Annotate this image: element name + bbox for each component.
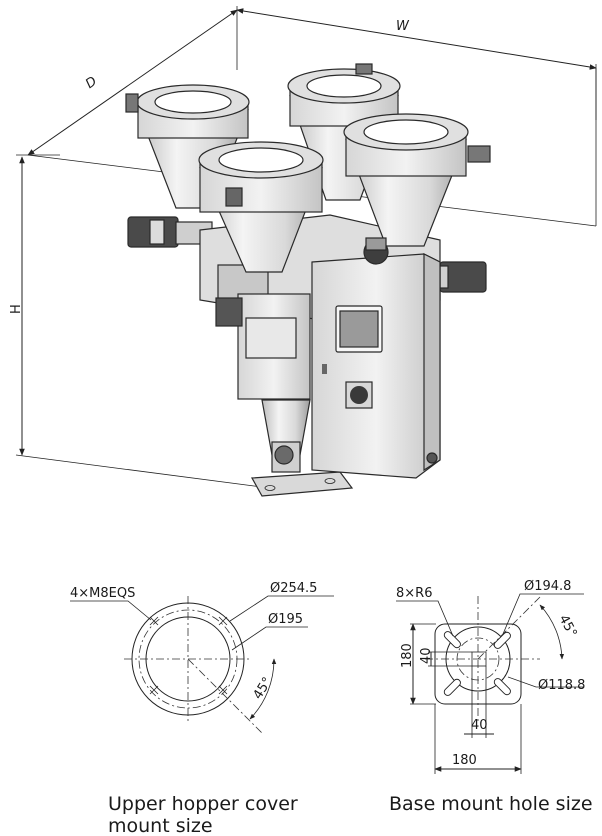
cover-outer-leader [229, 595, 334, 622]
base-angle-label: 45° [555, 613, 579, 640]
base-inner-dia-label: Ø118.8 [538, 678, 585, 693]
depth-label: D [83, 74, 100, 92]
cover-inner-leader [231, 626, 308, 651]
base-slots [443, 631, 511, 696]
control-cabinet [311, 237, 441, 479]
base-caption: Base mount hole size [389, 793, 593, 815]
height-label: H [9, 304, 24, 314]
width-dimension-line [236, 8, 597, 70]
base-mount-drawing: 8×R6 Ø194.8 Ø118.8 45° 180 40 40 180 Bas… [389, 579, 593, 815]
cover-inner-dia-label: Ø195 [268, 612, 303, 627]
depth-dimension-line [27, 9, 238, 156]
hmi-screen [339, 310, 379, 348]
hopper-front-right [343, 113, 491, 247]
base-width-outer-label: 180 [452, 753, 477, 768]
base-outer-dia-label: Ø194.8 [524, 579, 571, 594]
cover-caption-line2: mount size [108, 815, 213, 836]
height-extension-bottom [15, 454, 301, 493]
left-motor [127, 216, 213, 248]
base-slots-label: 8×R6 [396, 586, 432, 601]
dosing-unit-illustration [125, 63, 491, 497]
cover-caption-line1: Upper hopper cover [108, 793, 298, 815]
hopper-back-left [125, 84, 250, 209]
cover-outer-dia-label: Ø254.5 [270, 581, 317, 596]
cover-bolt-holes [149, 616, 228, 695]
width-label: W [396, 19, 410, 34]
base-outer-leader [502, 593, 584, 635]
base-height-inner-label: 40 [419, 647, 434, 664]
base-height-outer-label: 180 [400, 643, 415, 668]
cover-holes-label: 4×M8EQS [70, 586, 135, 601]
hopper-front-left [198, 141, 324, 273]
base-angle-arc [539, 604, 565, 660]
base-diag-line [477, 596, 541, 660]
cover-angle-arc [249, 658, 277, 720]
cover-diag-line [187, 658, 263, 734]
base-slots-leader [396, 600, 454, 637]
hopper-cover-drawing: 4×M8EQS Ø254.5 Ø195 45° Upper hopper cov… [70, 581, 334, 836]
main-switch [350, 386, 368, 404]
cover-holes-leader [70, 600, 152, 621]
base-width-inner-label: 40 [471, 718, 488, 733]
base-inner-leader [507, 676, 584, 688]
